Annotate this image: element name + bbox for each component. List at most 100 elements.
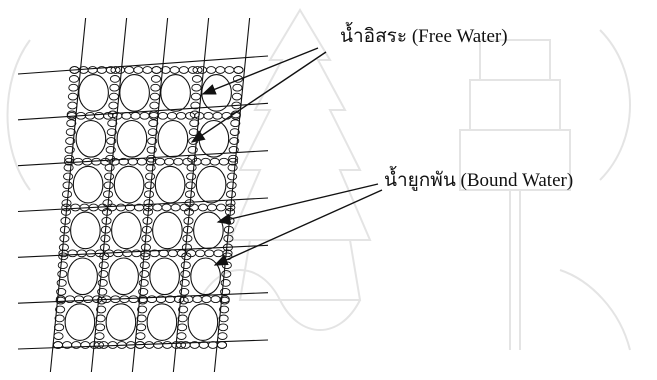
bound-water-bead: [69, 76, 78, 83]
bound-water-arrows: [215, 184, 382, 265]
bound-water-bead: [205, 250, 214, 257]
bound-water-bead: [221, 280, 230, 287]
bound-water-bead: [95, 112, 104, 119]
free-water-cell: [194, 212, 224, 249]
horizontal-line: [18, 245, 268, 257]
bound-water-bead: [84, 296, 93, 303]
bound-water-bead: [191, 93, 200, 100]
vertical-lines: [50, 18, 249, 372]
free-water-cell: [117, 121, 147, 158]
bound-water-bead: [54, 333, 63, 340]
bound-water-bead: [181, 271, 190, 278]
free-water-cell: [158, 121, 188, 158]
bound-water-bead: [225, 67, 234, 74]
bound-water-bead: [144, 191, 153, 198]
free-water-cell: [114, 166, 144, 203]
free-water-cell: [71, 212, 101, 249]
bound-water-bead: [74, 296, 83, 303]
free-water-cell: [73, 166, 103, 203]
free-water-label: น้ำอิสระ (Free Water): [340, 22, 508, 47]
bound-water-bead: [103, 191, 112, 198]
free-water-cell: [196, 166, 226, 203]
bound-water-bead: [234, 67, 243, 74]
bound-water-bead: [222, 262, 231, 269]
bound-water-bead: [122, 112, 131, 119]
bound-water-bead: [178, 324, 187, 331]
bound-water-bead: [167, 112, 176, 119]
bound-water-bead: [58, 271, 67, 278]
free-water-cell: [68, 258, 98, 295]
bound-water-bead: [218, 333, 227, 340]
bound-water-bead: [187, 173, 196, 180]
bound-water-bead: [213, 112, 222, 119]
bound-water-bead: [211, 296, 220, 303]
vertical-line: [214, 18, 249, 372]
bound-water-bead: [147, 296, 156, 303]
bound-water-bead: [214, 250, 223, 257]
free-water-cell: [106, 304, 136, 341]
bound-water-bead: [162, 204, 171, 211]
vertical-line: [91, 18, 126, 372]
bound-water-bead: [187, 164, 196, 171]
bound-water-bead: [217, 342, 226, 349]
bound-water-bead: [210, 158, 219, 165]
bound-water-bead: [182, 244, 191, 251]
bound-water-bead: [208, 342, 217, 349]
bound-water-bead: [227, 182, 236, 189]
bound-water-bead: [68, 102, 77, 109]
bound-water-bead: [96, 315, 105, 322]
free-water-arrows: [192, 48, 326, 142]
bound-water-bead: [152, 67, 161, 74]
bound-water-bead: [81, 342, 90, 349]
free-water-cell: [65, 304, 95, 341]
bound-water-bead: [134, 67, 143, 74]
bound-water-bead: [96, 324, 105, 331]
bound-water-bead: [156, 158, 165, 165]
bound-water-bead: [170, 67, 179, 74]
bound-water-bead: [140, 271, 149, 278]
bound-water-arrow-2: [215, 190, 382, 265]
bound-water-bead: [129, 296, 138, 303]
bound-water-bead: [110, 76, 119, 83]
bound-water-bead: [146, 173, 155, 180]
bound-water-bead: [233, 84, 242, 91]
bound-water-bead: [231, 120, 240, 127]
bound-water-bead: [145, 342, 154, 349]
bound-water-bead: [151, 84, 160, 91]
bound-water-bead: [207, 67, 216, 74]
bound-water-bead: [168, 250, 177, 257]
free-water-cell: [188, 304, 218, 341]
free-water-cell: [112, 212, 142, 249]
bound-water-bead: [58, 262, 67, 269]
bound-water-bead: [88, 67, 97, 74]
bound-water-bead: [150, 102, 159, 109]
bound-water-bead: [219, 315, 228, 322]
bound-water-bead: [55, 324, 64, 331]
bound-water-bead: [201, 158, 210, 165]
free-water-cell: [120, 75, 150, 112]
bound-water-bead: [177, 333, 186, 340]
bound-water-bead: [108, 120, 117, 127]
bound-water-bead: [178, 315, 187, 322]
bound-water-bead: [136, 333, 145, 340]
bound-water-bead: [217, 204, 226, 211]
bound-water-bead: [123, 250, 132, 257]
bound-water-bead: [68, 93, 77, 100]
bound-water-bead: [100, 244, 109, 251]
bound-water-bead: [180, 280, 189, 287]
free-water-cell: [109, 258, 139, 295]
bound-water-bead: [109, 102, 118, 109]
bound-water-bead: [109, 93, 118, 100]
bound-water-bead: [171, 204, 180, 211]
free-water-cell: [161, 75, 191, 112]
bound-water-bead: [125, 67, 134, 74]
bound-water-bead: [190, 120, 199, 127]
free-water-cell: [155, 166, 185, 203]
free-water-cell: [153, 212, 183, 249]
bound-water-bead: [192, 84, 201, 91]
horizontal-line: [18, 293, 268, 304]
bound-water-bead: [137, 324, 146, 331]
bound-water-bead: [207, 204, 216, 211]
free-water-arrow-1: [203, 48, 318, 94]
